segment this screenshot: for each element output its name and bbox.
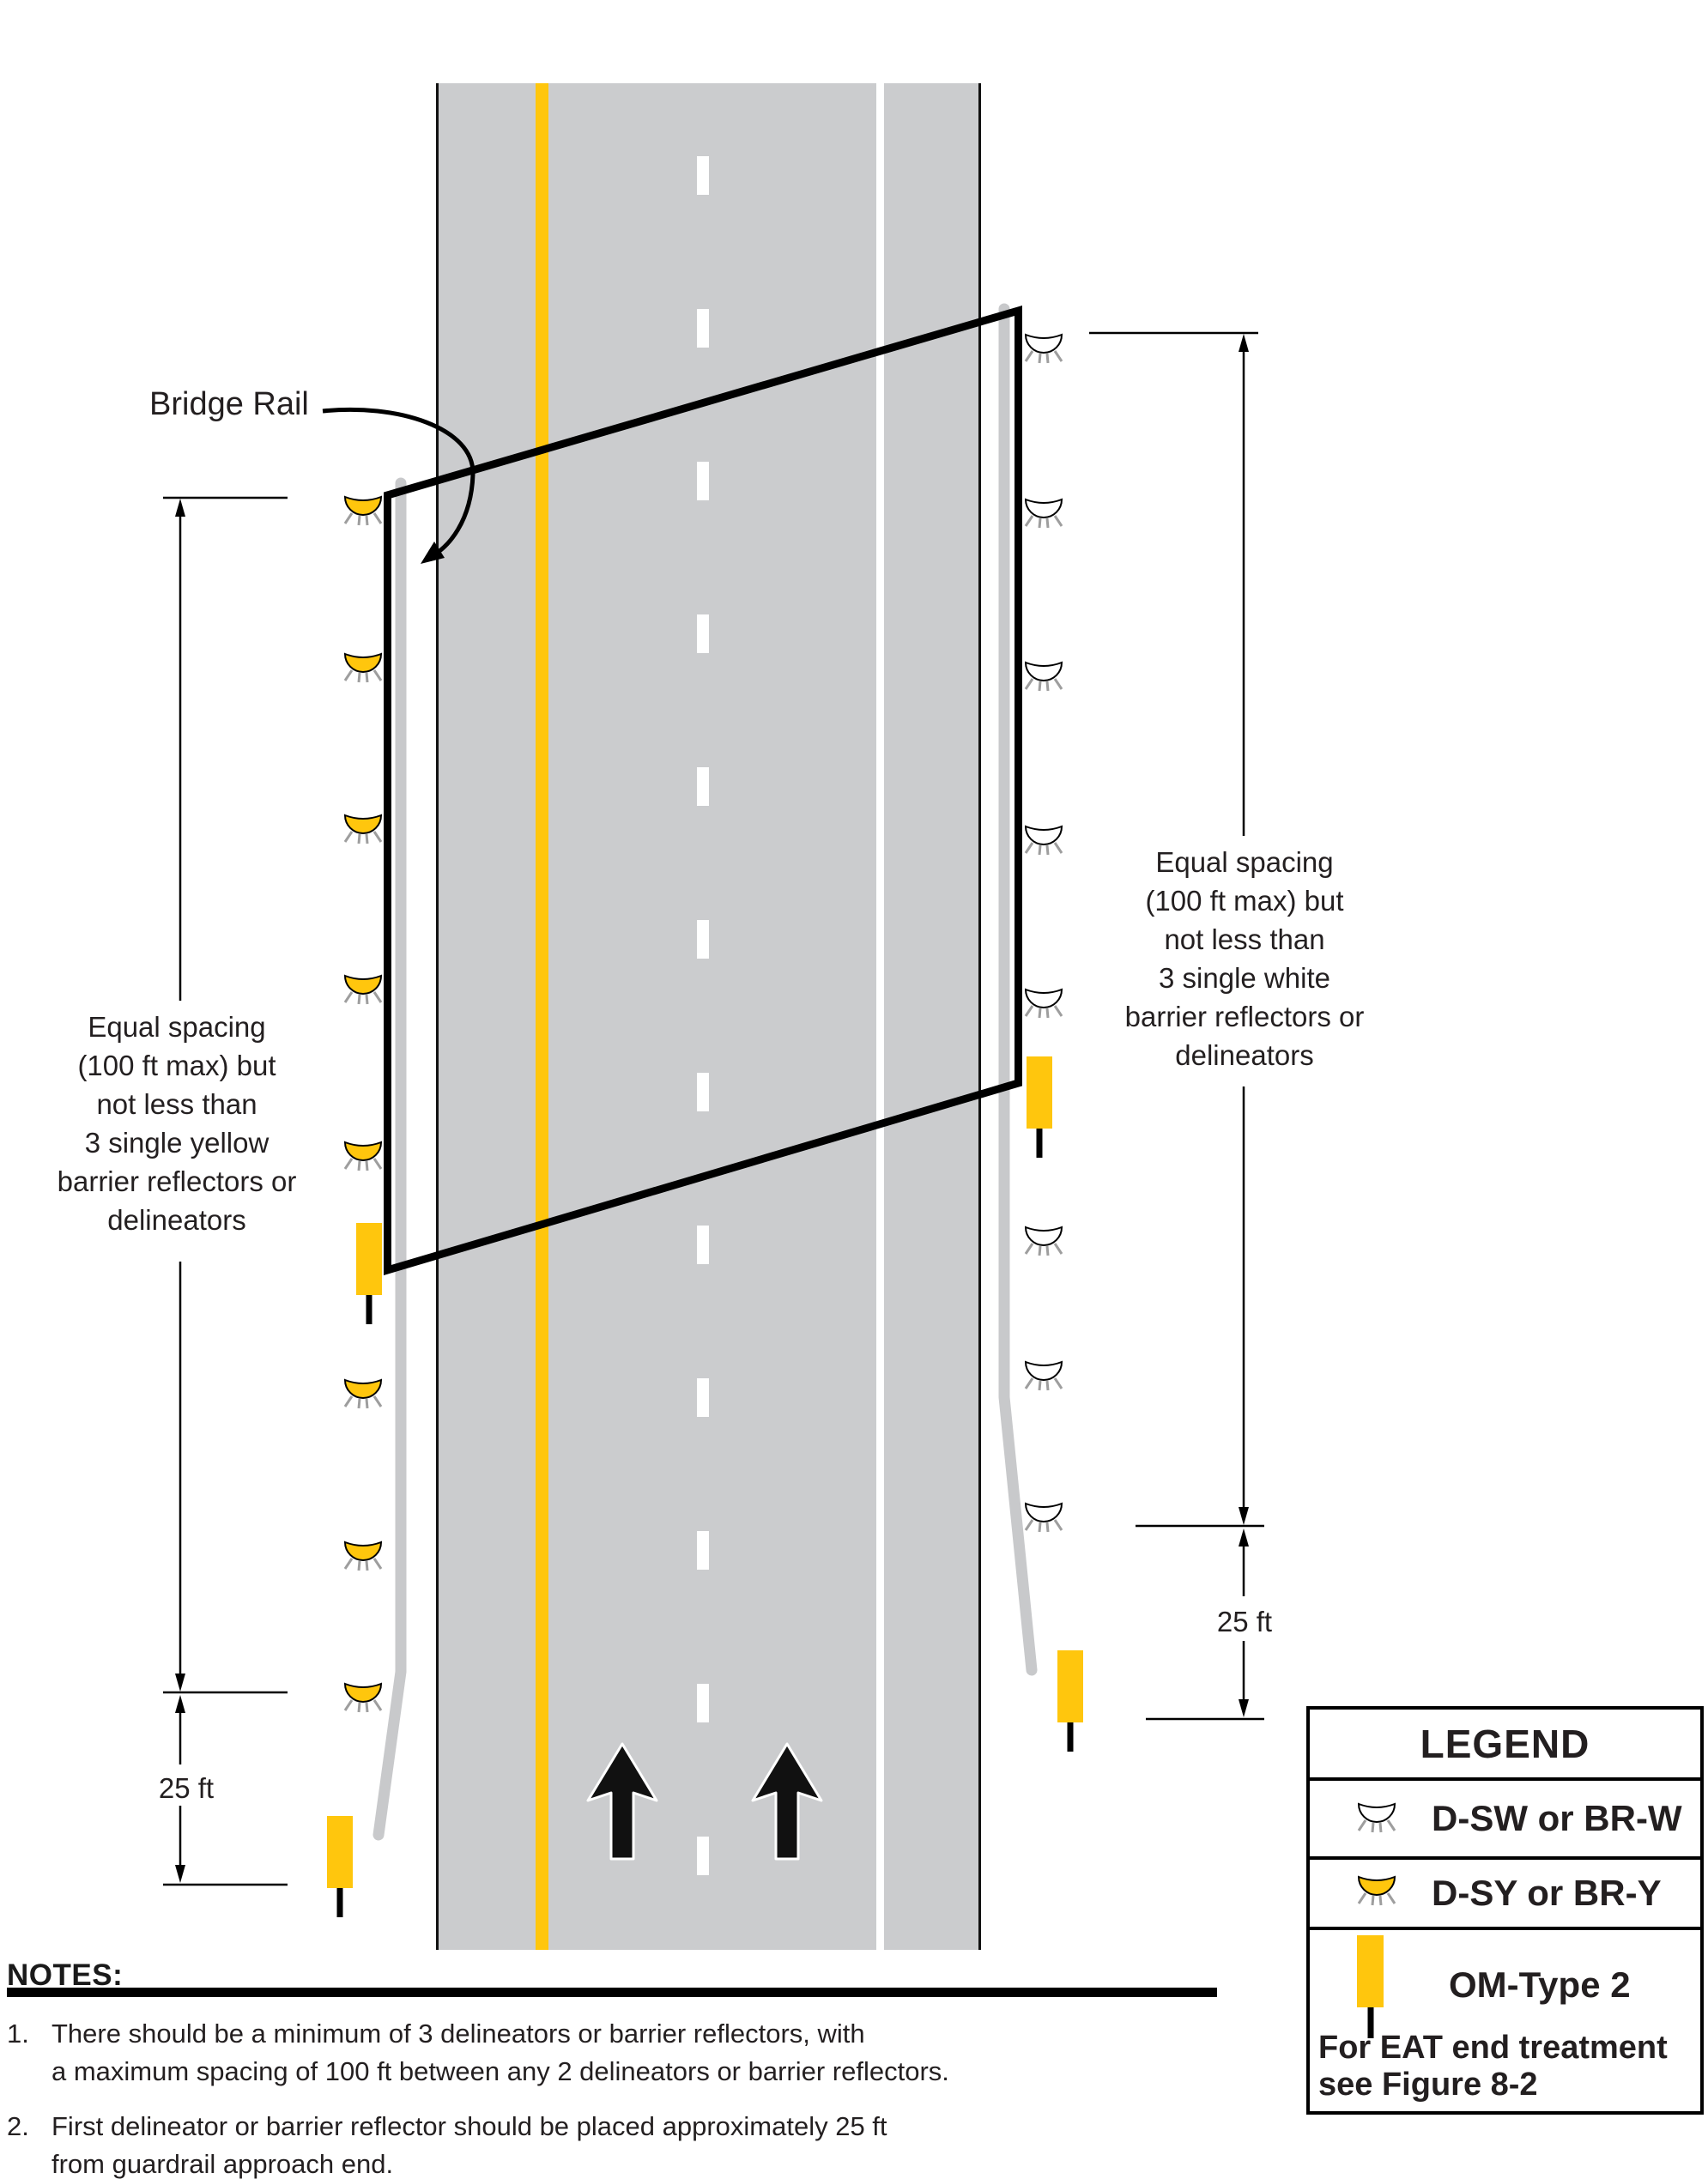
white-delineator-icon bbox=[1024, 988, 1063, 1020]
om-type2-icon bbox=[1357, 1935, 1384, 2038]
left-spacing-note: Equal spacing (100 ft max) but not less … bbox=[57, 1011, 297, 1236]
om-type2-marker-icon bbox=[1057, 1650, 1083, 1752]
bridge-rail-label: Bridge Rail bbox=[149, 386, 309, 422]
left-dimension-lines bbox=[163, 496, 288, 1886]
legend-footnote: For EAT end treatment see Figure 8-2 bbox=[1318, 2030, 1668, 2103]
white-lane-line bbox=[876, 83, 884, 1950]
left-guardrail-bridge-rail bbox=[372, 477, 407, 1841]
white-delineator-icon bbox=[1357, 1802, 1396, 1834]
road-edge-right bbox=[978, 83, 981, 1950]
legend-row-yellow-delineator: D-SY or BR-Y bbox=[1310, 1860, 1700, 1930]
left-25ft-dimension-label: 25 ft bbox=[158, 1772, 215, 1804]
legend-title-row: LEGEND bbox=[1310, 1710, 1700, 1781]
note-1-text: There should be a minimum of 3 delineato… bbox=[51, 2019, 949, 2086]
road-edge-left bbox=[436, 83, 439, 1950]
legend-box: LEGEND D-SW or BR-W D-SY or BR-Y OM-Type… bbox=[1306, 1706, 1704, 2115]
yellow-delineator-icon bbox=[343, 1141, 383, 1172]
right-25ft-dimension-label: 25 ft bbox=[1216, 1606, 1273, 1637]
om-type2-marker-icon bbox=[356, 1223, 382, 1324]
notes-heading: NOTES: bbox=[7, 1958, 124, 1992]
notes-section: NOTES: 1. There should be a minimum of 3… bbox=[7, 1958, 1234, 2179]
note-item-2: 2. First delineator or barrier reflector… bbox=[7, 2108, 887, 2179]
om-type2-marker-icon bbox=[1027, 1056, 1052, 1158]
legend-label-dsw: D-SW or BR-W bbox=[1432, 1798, 1682, 1838]
white-delineator-icon bbox=[1024, 1360, 1063, 1392]
white-delineator-icon bbox=[1024, 661, 1063, 693]
yellow-delineator-icon bbox=[1357, 1875, 1396, 1907]
white-delineator-icon bbox=[1024, 498, 1063, 530]
legend-title: LEGEND bbox=[1420, 1721, 1590, 1766]
bridge-deck-outline bbox=[384, 305, 1022, 1276]
yellow-edge-line bbox=[536, 83, 548, 1950]
pavement bbox=[438, 83, 980, 1950]
white-delineator-icon bbox=[1024, 1502, 1063, 1534]
right-spacing-note: Equal spacing (100 ft max) but not less … bbox=[1124, 846, 1365, 1071]
legend-label-om: OM-Type 2 bbox=[1449, 1964, 1631, 2005]
white-delineator-icon bbox=[1024, 1226, 1063, 1257]
right-dimension-arrowheads bbox=[1239, 334, 1249, 1717]
note-item-1: 1. There should be a minimum of 3 deline… bbox=[7, 2015, 949, 2091]
om-type2-marker-icon bbox=[327, 1816, 353, 1917]
yellow-delineator-icon bbox=[343, 652, 383, 684]
note-2-number: 2. bbox=[7, 2111, 29, 2141]
yellow-delineator-icon bbox=[343, 495, 383, 527]
bridge-rail-callout-arrow bbox=[322, 407, 475, 564]
note-2-text: First delineator or barrier reflector sh… bbox=[51, 2111, 887, 2179]
yellow-delineator-icon bbox=[343, 1378, 383, 1410]
yellow-delineator-icon bbox=[343, 1540, 383, 1572]
white-delineator-icon bbox=[1024, 333, 1063, 365]
right-dimension-lines bbox=[1089, 331, 1264, 1721]
legend-row-object-marker: OM-Type 2 For EAT end treatment see Figu… bbox=[1310, 1930, 1700, 2104]
note-1-number: 1. bbox=[7, 2019, 29, 2049]
notes-underline bbox=[7, 1988, 1217, 1997]
legend-row-white-delineator: D-SW or BR-W bbox=[1310, 1781, 1700, 1860]
yellow-delineator-icon bbox=[343, 814, 383, 845]
left-dimension-arrowheads bbox=[175, 499, 185, 1883]
right-guardrail-bridge-rail bbox=[998, 303, 1038, 1676]
roadway bbox=[436, 83, 981, 1950]
legend-label-dsy: D-SY or BR-Y bbox=[1432, 1873, 1662, 1913]
yellow-delineator-icon bbox=[343, 1682, 383, 1714]
white-delineator-icon bbox=[1024, 825, 1063, 856]
yellow-delineator-icon bbox=[343, 974, 383, 1006]
